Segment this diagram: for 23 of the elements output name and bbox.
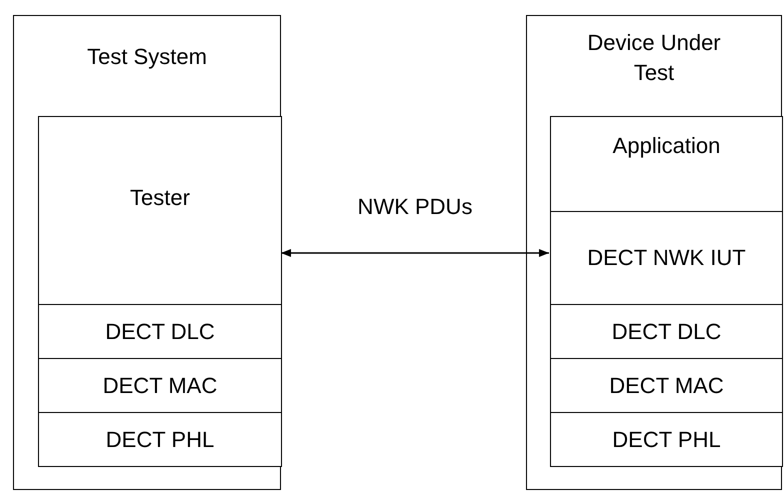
layer-label: DECT NWK IUT <box>586 244 747 272</box>
layer-box <box>550 304 783 359</box>
double-arrow <box>281 249 549 257</box>
layer-box <box>38 304 282 359</box>
layer-label: Application <box>612 132 722 160</box>
layer-label: DECT DLC <box>610 318 722 346</box>
layer-box <box>550 358 783 413</box>
layer-box <box>38 116 282 305</box>
layer-label: DECT MAC <box>102 372 218 400</box>
layer-box <box>38 358 282 413</box>
layer-label: DECT DLC <box>104 318 216 346</box>
layer-box <box>38 412 282 467</box>
system-title: Device Under Test <box>586 29 722 87</box>
system-box <box>526 15 782 490</box>
layer-label: DECT MAC <box>608 372 725 400</box>
layer-box <box>550 116 783 212</box>
layer-label: DECT PHL <box>611 426 722 454</box>
system-title: Test System <box>86 43 208 71</box>
layer-box <box>550 412 783 467</box>
system-box <box>13 15 281 490</box>
layer-label: DECT PHL <box>104 426 216 454</box>
layer-box <box>550 211 783 305</box>
layer-label: Tester <box>129 184 191 212</box>
